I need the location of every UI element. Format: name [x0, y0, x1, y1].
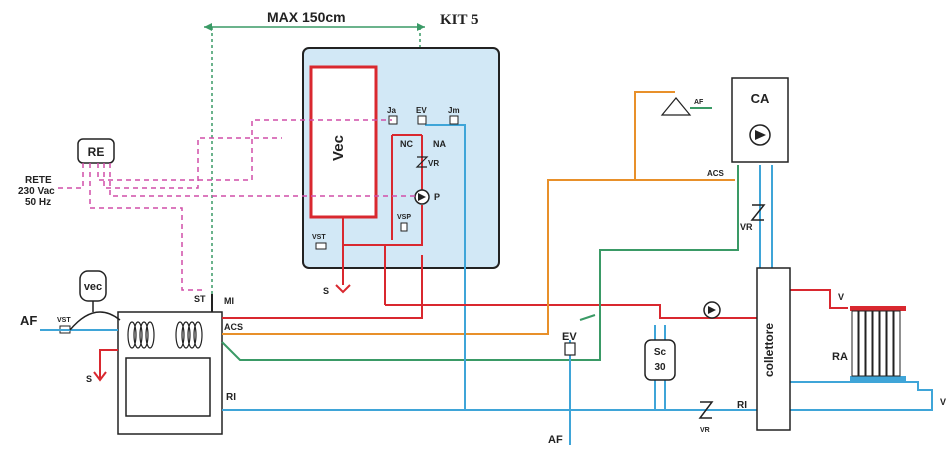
collector-group: collettore V V RA [756, 267, 946, 431]
kit-box: Vec Ja EV Jm NC NA VR P VSP VST S [302, 47, 500, 310]
acs-ca-label: ACS [707, 169, 725, 178]
s-boiler-label: S [86, 374, 92, 384]
af-bottom-label: AF [548, 434, 563, 446]
shower-head-icon [660, 97, 692, 116]
sc30-tank [644, 339, 676, 381]
na-label: NA [433, 139, 446, 149]
nc-label: NC [400, 139, 413, 149]
rete-line1: RETE [25, 175, 52, 186]
v-top-label: V [838, 292, 844, 302]
boiler: vec AF VST S ST MI ACS RI [20, 270, 243, 435]
electric-wiring: RE RETE 230 Vac 50 Hz [18, 119, 418, 291]
middle-components: EV AF Sc 30 VR RI [548, 301, 747, 446]
ri-middle-label: RI [737, 400, 747, 411]
ev-kit-label: EV [416, 106, 427, 115]
pipes [221, 91, 933, 445]
acs-boiler-label: ACS [224, 322, 243, 332]
ca-label: CA [751, 91, 770, 106]
rete-line3: 50 Hz [25, 197, 51, 208]
vr-bottom-label: VR [700, 427, 710, 434]
af-left-label: AF [20, 313, 37, 328]
ja-sensor [388, 115, 398, 125]
collector-label: collettore [762, 323, 776, 377]
p-label: P [434, 192, 440, 202]
shower-af-label: AF [694, 99, 704, 106]
sc-label: Sc [654, 347, 667, 358]
ja-label: Ja [387, 106, 396, 115]
jm-label: Jm [448, 106, 460, 115]
radiator-icon [850, 306, 906, 381]
max-label: MAX 150cm [267, 9, 346, 25]
ev-middle-label: EV [562, 331, 577, 343]
rete-line2: 230 Vac [18, 186, 55, 197]
ri-boiler-label: RI [226, 392, 236, 403]
mi-label: MI [224, 296, 234, 306]
vsp-label: VSP [397, 214, 411, 221]
vec-label: Vec [330, 135, 347, 161]
vec-tank-label: vec [84, 281, 102, 293]
kit-label: KIT 5 [440, 12, 479, 28]
sc-num-label: 30 [654, 362, 666, 373]
ev-valve-kit [417, 115, 427, 125]
vr-ca-label: VR [740, 222, 753, 232]
ra-label: RA [832, 351, 848, 363]
ca-unit: CA ACS VR AF [660, 77, 789, 232]
v-bottom-label: V [940, 397, 946, 407]
jm-sensor [449, 115, 459, 125]
vst-kit-label: VST [312, 234, 326, 241]
vst-boiler-label: VST [57, 317, 71, 324]
s-kit-label: S [323, 286, 329, 296]
st-label: ST [194, 294, 206, 304]
ev-valve [564, 342, 576, 356]
vr-kit-label: VR [428, 159, 439, 168]
re-label: RE [88, 145, 105, 159]
re-box [77, 138, 115, 164]
